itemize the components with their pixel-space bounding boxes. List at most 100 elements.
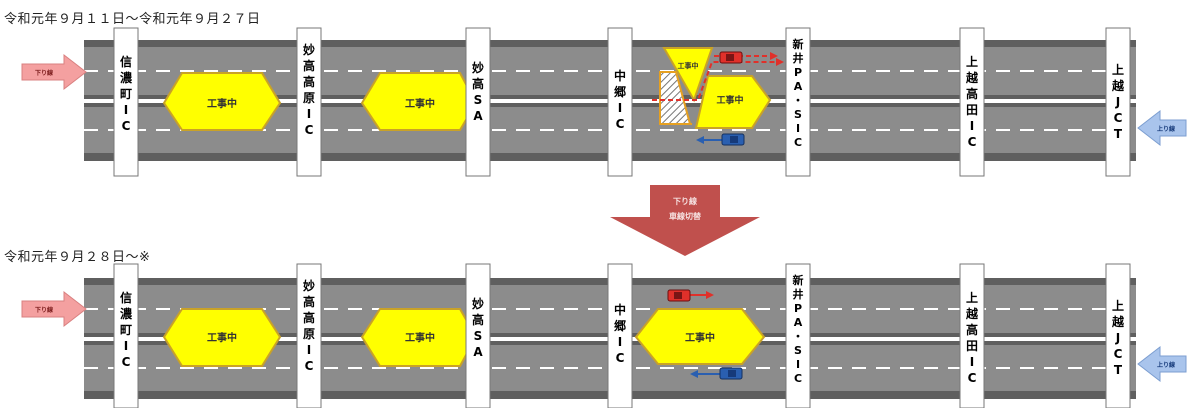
svg-text:信: 信 [120,54,132,69]
svg-text:工事中: 工事中 [405,97,435,110]
ic-post-arai-pa-sic-2: 新 井 P A ・ S I C [785,263,811,408]
svg-text:C: C [968,371,977,385]
svg-text:A: A [473,345,483,359]
svg-text:I: I [618,101,622,115]
svg-text:上り線: 上り線 [1157,361,1175,369]
svg-text:工事中: 工事中 [207,331,237,344]
svg-text:原: 原 [303,327,315,341]
down-line-arrow-2: 下り線 [21,290,87,328]
ic-post-shinanomachi-1: 信 濃 町 I C [113,27,139,177]
svg-text:郷: 郷 [614,319,626,333]
svg-text:C: C [794,372,802,385]
svg-text:A: A [794,316,803,329]
svg-text:上: 上 [1112,62,1124,77]
svg-text:濃: 濃 [120,70,133,85]
work-zone-2c: 工事中 [634,308,766,365]
svg-text:高: 高 [472,312,484,327]
svg-text:S: S [794,108,802,121]
svg-text:A: A [473,109,483,123]
svg-text:C: C [794,136,802,149]
svg-text:工事中: 工事中 [678,61,699,70]
svg-text:C: C [122,355,131,369]
work-zone-2b: 工事中 [360,308,478,367]
svg-text:原: 原 [303,91,315,105]
work-zone-1c: 工事中 工事中 [659,47,772,129]
svg-text:S: S [474,329,483,343]
svg-text:I: I [796,358,800,371]
svg-text:高: 高 [303,58,315,73]
svg-text:妙: 妙 [303,278,315,293]
svg-text:C: C [305,359,314,373]
svg-text:I: I [970,355,974,369]
svg-text:中: 中 [614,302,626,317]
svg-text:I: I [970,119,974,133]
ic-post-joetsu-jct-2: 上 越 J C T [1105,263,1131,408]
period-title-2: 令和元年９月２８日～※ [4,250,151,265]
svg-text:上り線: 上り線 [1157,125,1175,133]
svg-text:I: I [307,343,311,357]
svg-text:C: C [1114,111,1123,125]
svg-text:C: C [1114,347,1123,361]
svg-text:下り線: 下り線 [35,306,53,314]
svg-text:I: I [618,335,622,349]
svg-text:C: C [968,135,977,149]
up-line-arrow-2: 上り線 [1137,345,1187,383]
ic-post-myokokogen-1: 妙 高 高 原 I C [296,27,322,177]
down-line-arrow-1: 下り線 [21,53,87,91]
ic-post-arai-pa-sic-1: 新 井 P A ・ S I C [785,27,811,177]
car-down-2 [667,289,714,302]
svg-text:越: 越 [965,70,979,85]
svg-text:工事中: 工事中 [716,94,743,106]
svg-text:工事中: 工事中 [405,331,435,344]
svg-text:・: ・ [793,330,804,343]
lane-switch-arrow: 下り線 車線切替 [610,185,760,256]
svg-text:妙: 妙 [303,42,315,57]
car-up-2 [690,367,743,380]
svg-text:I: I [796,122,800,135]
svg-text:高: 高 [303,294,315,309]
svg-text:上: 上 [1112,298,1124,313]
svg-text:下り線: 下り線 [673,196,697,206]
svg-text:濃: 濃 [120,306,133,321]
svg-text:J: J [1115,331,1120,345]
svg-text:C: C [616,351,625,365]
svg-text:下り線: 下り線 [35,69,53,77]
svg-text:越: 越 [1111,78,1125,93]
svg-text:高: 高 [303,74,315,89]
svg-text:工事中: 工事中 [207,97,237,110]
work-zone-1a: 工事中 [162,72,282,131]
svg-text:工事中: 工事中 [685,331,715,344]
svg-text:田: 田 [966,339,978,353]
ic-post-joetsu-jct-1: 上 越 J C T [1105,27,1131,177]
svg-text:T: T [1114,363,1123,377]
svg-text:I: I [124,339,128,353]
work-zone-2a: 工事中 [162,308,282,367]
svg-text:S: S [474,93,483,107]
svg-text:高: 高 [966,86,978,101]
svg-text:町: 町 [120,323,132,337]
svg-text:越: 越 [965,306,979,321]
period-title-1: 令和元年９月１１日～令和元年９月２７日 [4,12,261,27]
car-up-1 [696,133,745,146]
svg-text:S: S [794,344,802,357]
svg-text:C: C [122,119,131,133]
svg-text:新: 新 [793,273,804,287]
svg-text:車線切替: 車線切替 [669,211,701,221]
ic-post-nakago-2: 中 郷 I C [607,263,633,408]
svg-text:井: 井 [793,287,804,301]
ic-post-myokokogen-2: 妙 高 高 原 I C [296,263,322,408]
svg-text:高: 高 [966,322,978,337]
svg-text:上: 上 [966,290,978,305]
svg-text:井: 井 [793,51,804,65]
car-down-1 [719,51,743,64]
svg-text:上: 上 [966,54,978,69]
svg-text:田: 田 [966,103,978,117]
svg-text:高: 高 [303,310,315,325]
ic-post-shinanomachi-2: 信 濃 町 I C [113,263,139,408]
svg-text:J: J [1115,95,1120,109]
svg-text:I: I [307,107,311,121]
svg-text:新: 新 [793,37,804,51]
svg-text:町: 町 [120,87,132,101]
svg-text:C: C [305,123,314,137]
